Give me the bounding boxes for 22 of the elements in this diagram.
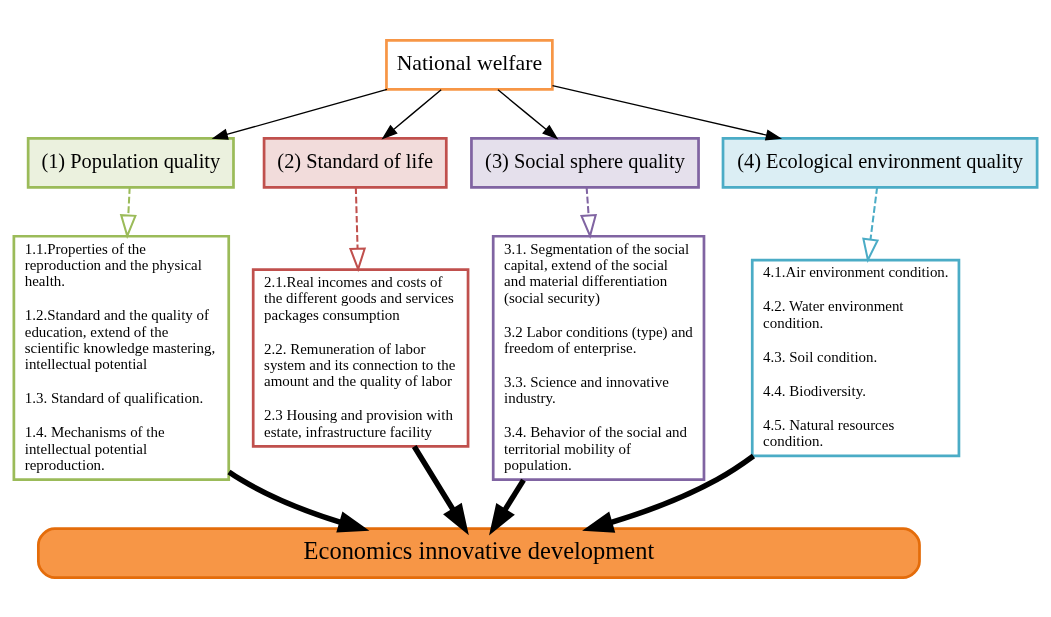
arrow [862,186,880,263]
node-box: 1.1.Properties of the reproduction and the physical health. 1.2.Standard and the quality of education, extend of the scientific knowledge mastering, intellectual potential 1.3. Standard of qualification. 1.4. Mechanisms of the intellectual potential reproduction. [12,234,231,481]
arrow [411,444,469,535]
arrow [580,186,598,239]
arrow [489,478,526,535]
arrow [211,88,388,140]
arrow [227,469,370,533]
arrow [348,186,367,272]
arrow [497,88,559,140]
arrow [119,186,137,239]
arrow [381,88,442,140]
arrow [582,453,756,533]
node-box: (2) Standard of life [262,136,448,189]
node-box: (4) Ecological environment quality [721,136,1039,189]
node-box: 2.1.Real incomes and costs of the different goods and services packages consumption 2.2. Remuneration of labor system and its connection to the amount and the quality of labor 2.3 Housing and provision with estate, infrastructure facility [251,267,470,448]
node-box: National welfare [385,38,554,91]
node-box: 3.1. Segmentation of the social capital, extend of the social and material differentiation (social security) 3.2 Labor conditions (type) and freedom of enterprise. 3.3. Science and innovative industry. 3.4. Behavior of the social and territorial mobility of population. [491,234,706,481]
node-box: Economics innovative development [37,526,921,579]
node-box: (3) Social sphere quality [470,136,700,189]
node-box: 4.1.Air environment condition. 4.2. Water environment condition. 4.3. Soil condition. 4.4. Biodiversity. 4.5. Natural resources condition. [750,258,961,457]
arrow [551,84,783,141]
node-box: (1) Population quality [26,136,235,189]
